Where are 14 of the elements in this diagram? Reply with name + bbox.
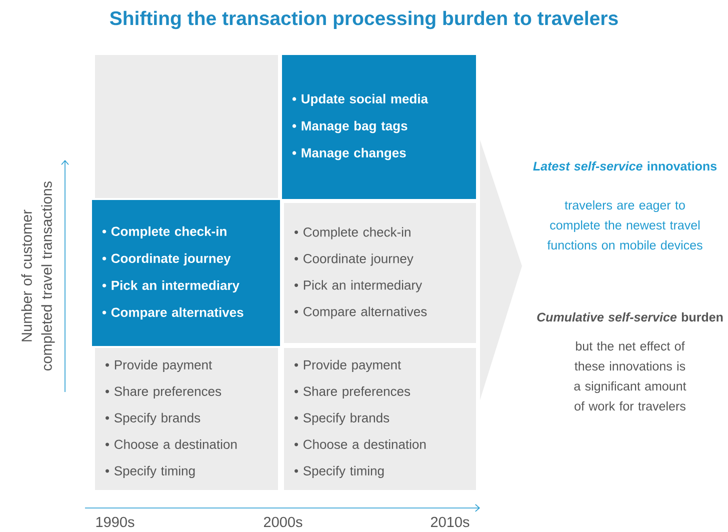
list-cell: • Provide payment • Share preferences • Specify brands • Choose a destination • Specify timing [95,348,278,490]
axis-title: Number of customer completed travel transactions [21,181,55,370]
description: travelers are eager to complete the newest travel functions on mobile devices [547,200,702,250]
list-cell: • Complete check-in • Coordinate journey • Pick an intermediary • Compare alternatives [92,200,280,346]
axis-label: 2000s [264,516,302,528]
list-cell: • Provide payment • Share preferences • Specify brands • Choose a destination • Specify timing [284,348,476,490]
list-cell: • Update social media • Manage bag tags • Manage changes [282,55,476,199]
axis-label: 1990s [96,516,134,528]
description: but the net effect of these innovations is a significant amount of work for travelers [574,341,686,411]
list-cell: • Complete check-in • Coordinate journey • Pick an intermediary • Compare alternatives [284,203,476,343]
title: Shifting the transaction processing burden to travelers [110,10,618,30]
heading: Cumulative self-service burden [537,312,723,322]
heading: Latest self-service innovations [533,161,717,171]
axis-label: 2010s [431,516,470,528]
